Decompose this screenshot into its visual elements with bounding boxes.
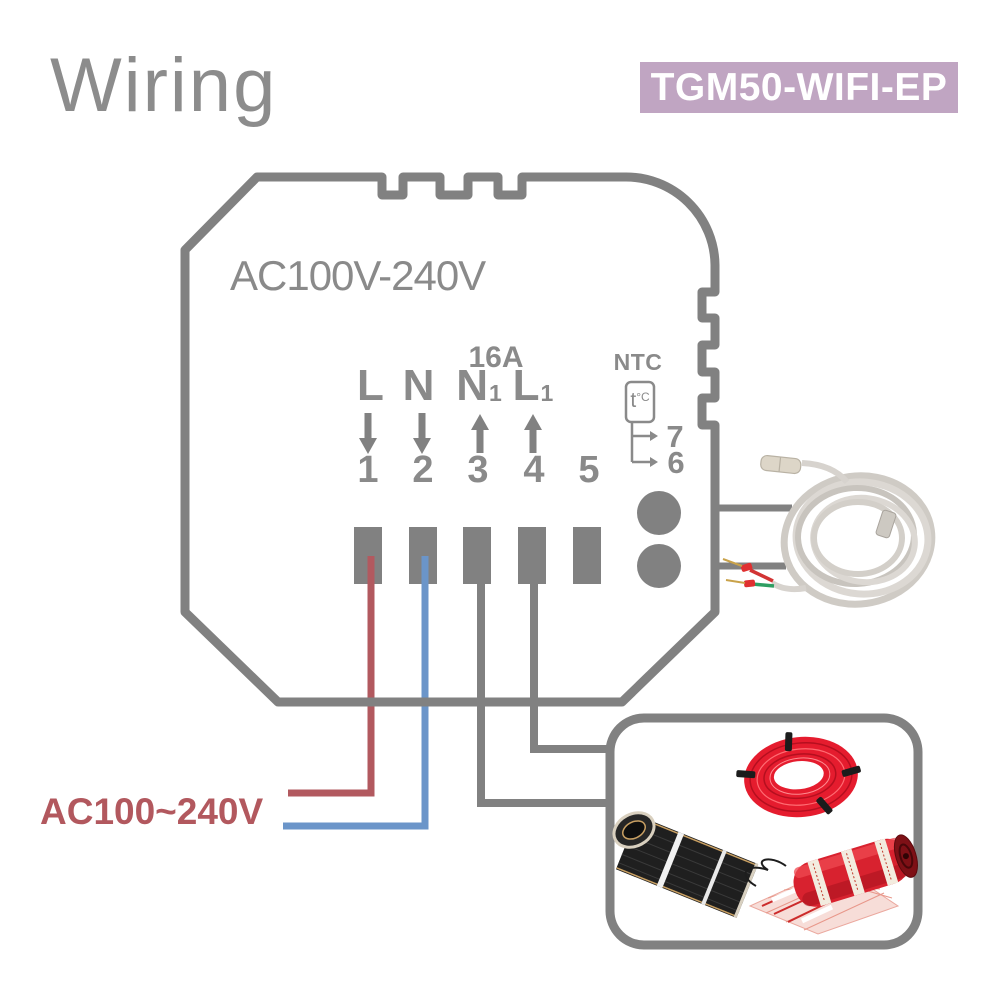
arrow-up-l1 bbox=[524, 414, 542, 453]
arrow-to-7 bbox=[650, 431, 658, 441]
terminal-number-3: 3 bbox=[467, 449, 489, 491]
terminal-label-l: L bbox=[357, 361, 384, 410]
sensor-wire-red bbox=[749, 568, 774, 583]
terminal-arrows bbox=[359, 413, 542, 454]
terminal-number-5: 5 bbox=[578, 449, 600, 491]
temperature-sensor-symbol-text: t°C bbox=[630, 389, 650, 412]
load-wire-n1 bbox=[477, 560, 614, 807]
terminal-number-6: 6 bbox=[667, 445, 685, 480]
terminal-label-n: N bbox=[402, 361, 435, 410]
cable-zip-ties bbox=[736, 732, 861, 815]
model-badge: TGM50-WIFI-EP bbox=[640, 62, 958, 113]
cable-tie bbox=[875, 509, 897, 539]
arrow-down-l bbox=[359, 413, 377, 454]
arrow-up-n1 bbox=[471, 414, 489, 453]
terminal-blocks bbox=[354, 527, 601, 584]
sensor-probe bbox=[760, 454, 802, 475]
loads-photo-box bbox=[605, 713, 923, 950]
mounting-hole-top bbox=[637, 491, 681, 535]
voltage-rating-label: AC100V-240V bbox=[230, 252, 486, 299]
arrow-down-n bbox=[413, 413, 431, 454]
sensor-wire-green bbox=[751, 582, 775, 588]
power-input-label: AC100~240V bbox=[40, 791, 264, 832]
ntc-label: NTC bbox=[613, 349, 663, 375]
heating-cable-coil bbox=[736, 732, 861, 818]
arrow-to-6 bbox=[650, 457, 658, 467]
neutral-wire bbox=[283, 556, 429, 830]
ntc-sensor-symbol bbox=[624, 380, 658, 467]
terminal-number-2: 2 bbox=[412, 449, 434, 491]
live-wire bbox=[288, 556, 375, 797]
model-badge-text: TGM50-WIFI-EP bbox=[650, 65, 948, 109]
terminal-number-7: 7 bbox=[666, 419, 684, 454]
load-wire-l1 bbox=[530, 560, 612, 753]
heating-mat-roll bbox=[744, 834, 918, 935]
page-title: Wiring bbox=[50, 43, 278, 128]
thermostat-outline bbox=[180, 172, 720, 707]
heating-film-roll bbox=[612, 811, 759, 918]
mat-cold-lead bbox=[744, 858, 787, 887]
ntc-sensor-cable-photo bbox=[722, 454, 936, 608]
terminal-number-1: 1 bbox=[357, 449, 379, 491]
mounting-hole-bottom bbox=[637, 544, 681, 588]
terminal-block-5 bbox=[573, 527, 601, 584]
terminal-number-4: 4 bbox=[523, 449, 545, 491]
current-rating-label: 16A bbox=[468, 341, 524, 374]
